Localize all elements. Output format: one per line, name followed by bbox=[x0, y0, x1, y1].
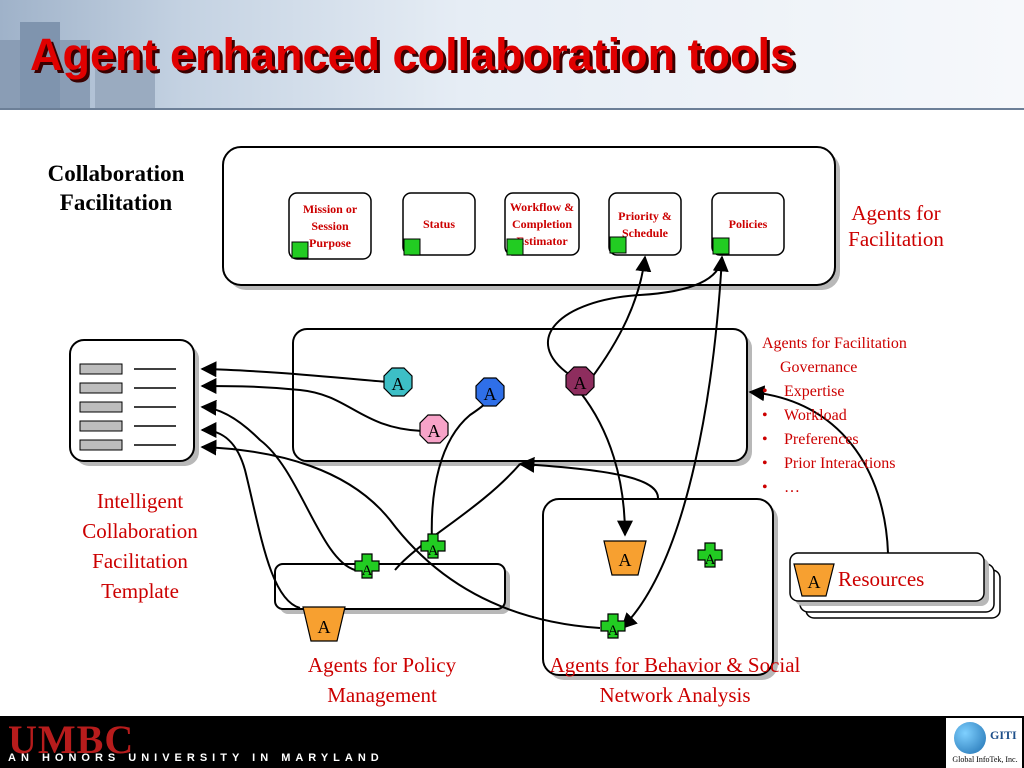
governance-item: Preferences bbox=[762, 428, 907, 452]
governance-item: Workload bbox=[762, 404, 907, 428]
agent-trapezoid-resources: A bbox=[793, 563, 835, 597]
label-line: Collaboration bbox=[82, 519, 198, 543]
port-square bbox=[506, 238, 524, 256]
agent-label: A bbox=[428, 421, 441, 441]
facilitation-box-policies: Policies bbox=[711, 192, 785, 256]
connectors bbox=[200, 255, 889, 630]
facilitation-box-label: Estimator bbox=[516, 234, 568, 248]
giti-fullname: Global InfoTek, Inc. bbox=[952, 755, 1018, 764]
agent-label: A bbox=[318, 617, 331, 637]
label-line: Network Analysis bbox=[599, 683, 751, 707]
header-banner bbox=[0, 0, 1024, 108]
label-line: Agents for Policy bbox=[307, 653, 457, 677]
label-line: Collaboration bbox=[47, 161, 185, 186]
agents-panel bbox=[292, 328, 752, 466]
connector-arrow bbox=[200, 399, 356, 571]
agent-label: A bbox=[428, 543, 439, 559]
agent-octagon-blue: A bbox=[475, 377, 505, 407]
connector-arrow bbox=[200, 378, 423, 432]
facilitation-box-priority: Priority & Schedule bbox=[608, 192, 682, 256]
facilitation-ports bbox=[291, 236, 730, 259]
governance-heading: Governance bbox=[780, 359, 858, 376]
agent-octagon-plum: A bbox=[565, 366, 595, 396]
agent-cross-policy: A bbox=[420, 533, 446, 559]
university-tagline: AN HONORS UNIVERSITY IN MARYLAND bbox=[8, 752, 384, 764]
facilitation-box-label: Purpose bbox=[309, 236, 352, 250]
agent-cross-behavior: A bbox=[697, 542, 723, 568]
port-square bbox=[712, 237, 730, 255]
agent-label: A bbox=[619, 550, 632, 570]
connector-arrow bbox=[200, 361, 389, 383]
agent-trapezoid-policy: A bbox=[302, 606, 346, 642]
governance-heading: Agents for Facilitation bbox=[762, 335, 907, 352]
slide-title: Agent enhanced collaboration tools bbox=[30, 29, 796, 80]
template-label: Intelligent Collaboration Facilitation T… bbox=[48, 486, 232, 606]
agent-label: A bbox=[362, 563, 373, 579]
label-line: Intelligent bbox=[96, 489, 184, 513]
facilitation-box-label: Status bbox=[423, 217, 455, 231]
connector-arrow bbox=[200, 422, 301, 609]
label-line: Agents for Behavior & Social bbox=[549, 653, 801, 677]
agents-for-facilitation-label: Agents for Facilitation bbox=[822, 200, 970, 253]
globe-icon bbox=[954, 722, 986, 754]
label-line: Facilitation bbox=[848, 227, 944, 252]
connector-arrow bbox=[518, 456, 659, 499]
facilitation-box-label: Workflow & bbox=[510, 200, 574, 214]
facilitation-box-label: Session bbox=[311, 219, 349, 233]
behavior-agents-label: Agents for Behavior & Social Network Ana… bbox=[510, 650, 840, 710]
policy-agents-label: Agents for Policy Management bbox=[272, 650, 492, 710]
connector-arrow bbox=[200, 439, 601, 629]
governance-list: Agents for Facilitation Governance Exper… bbox=[762, 332, 907, 500]
connector-arrow bbox=[620, 256, 723, 630]
port-square bbox=[609, 236, 627, 254]
header-building-graphic bbox=[20, 22, 60, 108]
header-building-graphic bbox=[95, 60, 155, 108]
umbc-logo: UMBC bbox=[8, 717, 135, 762]
label-line: Management bbox=[327, 683, 437, 707]
agent-octagon-pink: A bbox=[419, 414, 449, 444]
facilitation-box-label: Mission or bbox=[303, 202, 358, 216]
facilitation-box-label: Schedule bbox=[622, 226, 669, 240]
agent-cross-network: A bbox=[600, 613, 626, 639]
giti-logo: GITI Global InfoTek, Inc. bbox=[946, 718, 1022, 768]
giti-name: GITI bbox=[990, 728, 1017, 742]
agent-label: A bbox=[808, 572, 821, 592]
agent-label: A bbox=[574, 373, 587, 393]
facilitation-box-mission: Mission or Session Purpose bbox=[288, 192, 372, 260]
governance-item: … bbox=[762, 476, 907, 500]
port-square bbox=[403, 238, 421, 256]
agent-octagon-teal: A bbox=[383, 367, 413, 397]
label-line: Agents for bbox=[851, 201, 941, 225]
port-square bbox=[291, 241, 309, 259]
governance-item: Expertise bbox=[762, 380, 907, 404]
label-line: Facilitation bbox=[92, 549, 188, 573]
governance-items: Expertise Workload Preferences Prior Int… bbox=[762, 380, 907, 500]
label-line: Template bbox=[101, 579, 179, 603]
agent-trapezoid-behavior: A bbox=[603, 540, 647, 576]
connector-arrow bbox=[547, 255, 729, 376]
resources-stack bbox=[789, 552, 1001, 619]
agent-label: A bbox=[484, 384, 497, 404]
facilitation-box-label: Priority & bbox=[618, 209, 672, 223]
agent-cross-template: A bbox=[354, 553, 380, 579]
header-divider bbox=[0, 108, 1024, 110]
connector-line bbox=[394, 463, 521, 571]
facilitation-box-status: Status bbox=[402, 192, 476, 256]
template-rows bbox=[79, 363, 176, 451]
agent-label: A bbox=[608, 623, 619, 639]
footer-bar: UMBC AN HONORS UNIVERSITY IN MARYLAND bbox=[0, 716, 1024, 768]
agent-label: A bbox=[392, 374, 405, 394]
facilitation-box-label: Policies bbox=[729, 217, 768, 231]
label-line: Facilitation bbox=[59, 189, 173, 215]
agent-label: A bbox=[705, 552, 716, 568]
facilitation-box-label: Completion bbox=[512, 217, 572, 231]
collaboration-facilitation-label: Collaboration Facilitation bbox=[30, 160, 202, 218]
resources-label: Resources bbox=[838, 567, 925, 591]
connector-arrow bbox=[579, 391, 633, 537]
governance-item: Prior Interactions bbox=[762, 452, 907, 476]
connector-arrow bbox=[589, 255, 652, 381]
